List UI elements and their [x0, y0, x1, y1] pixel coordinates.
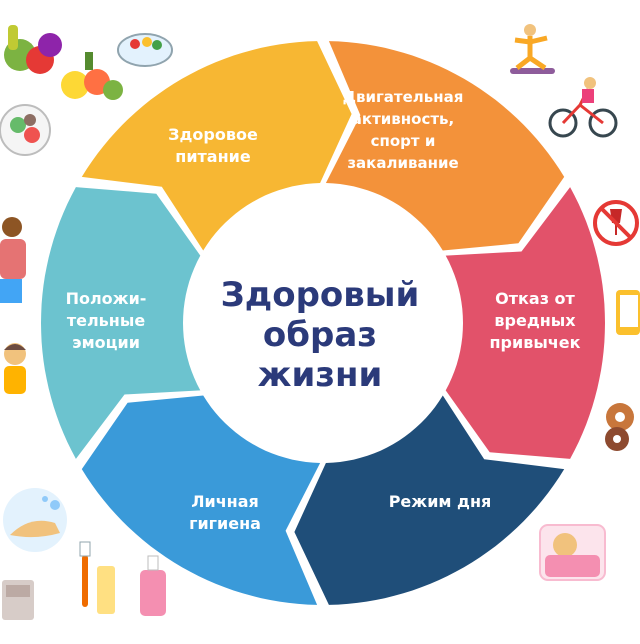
center-circle	[185, 185, 461, 461]
salad-plate-icon	[0, 104, 51, 156]
segment-label-activity: Двигательная активность, спорт и закалив…	[342, 88, 464, 172]
toothbrush-icon	[79, 541, 91, 607]
segment-label-nutrition: Здоровое питание	[168, 125, 258, 166]
segment-routine	[294, 395, 565, 605]
segment-hygiene	[81, 395, 321, 605]
segment-emotions	[41, 187, 201, 459]
center-title: Здоровый образ жизни	[220, 275, 420, 395]
segment-label-habits: Отказ от вредных привычек	[489, 289, 581, 352]
no-alcohol-sign-icon	[593, 200, 639, 246]
fruit-pile-icon	[61, 52, 123, 100]
happy-child-icon	[4, 343, 26, 394]
hygiene-bottles-icon	[97, 555, 166, 616]
segment-label-hygiene: Личная гигиена	[189, 492, 261, 533]
sleeping-person-icon	[539, 524, 606, 581]
yoga-person-icon	[510, 24, 555, 74]
fruit-bowl-icon	[117, 33, 173, 67]
mother-child-icon	[0, 217, 26, 303]
laundry-icon	[2, 580, 34, 620]
segment-label-routine: Режим дня	[388, 492, 492, 511]
cyclist-icon	[548, 77, 618, 138]
phone-hand-icon	[616, 290, 640, 335]
segment-label-emotions: Положи- тельные эмоции	[65, 289, 147, 352]
vegetables-icon	[4, 25, 62, 74]
segment-nutrition	[81, 41, 352, 251]
segment-activity	[325, 41, 565, 251]
segment-habits	[445, 187, 605, 459]
donuts-icon	[605, 403, 634, 451]
hand-washing-icon	[3, 488, 67, 552]
